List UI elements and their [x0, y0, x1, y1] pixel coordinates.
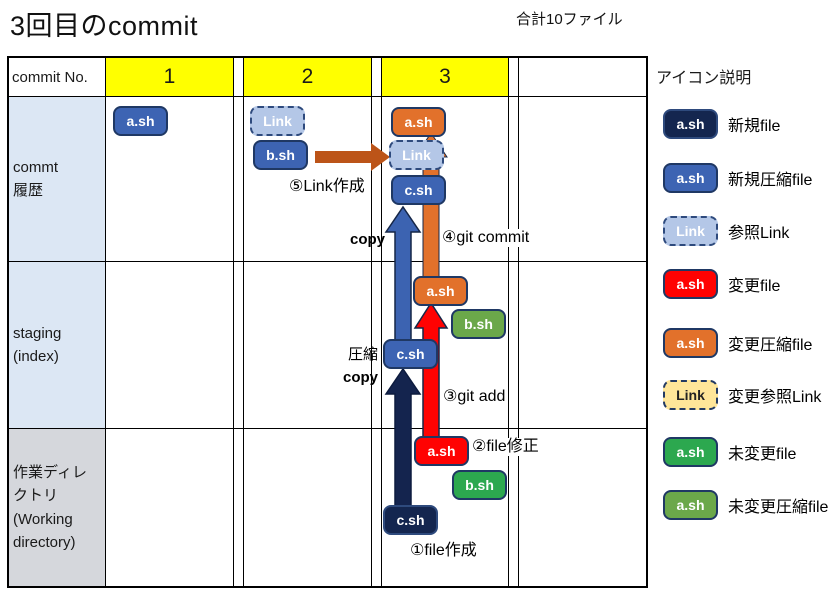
grid-cell: [106, 262, 234, 429]
legend-icon-changed-ref-link: Link: [663, 380, 718, 410]
label-file-edit: ②file修正: [472, 438, 539, 457]
legend-item-unchanged-file: a.sh 未変更file: [663, 437, 840, 467]
file-box-commit2-b: b.sh: [253, 140, 308, 170]
commit-table: commit No. 1 2 3 commt 履歴 staging (index…: [7, 56, 648, 588]
row-label-commit-history: commt 履歴: [9, 97, 106, 262]
legend-icon-new-file: a.sh: [663, 109, 718, 139]
legend-icon-changed-compressed-file: a.sh: [663, 328, 718, 358]
grid-cell: [244, 429, 372, 586]
legend-item-new-compressed-file: a.sh 新規圧縮file: [663, 163, 840, 193]
grid-cell: [509, 429, 519, 586]
legend-label: 新規file: [728, 118, 781, 135]
grid-cell: [234, 429, 244, 586]
file-box-working-a: a.sh: [414, 436, 469, 466]
legend-label: 変更参照Link: [728, 389, 822, 406]
legend-icon-ref-link: Link: [663, 216, 718, 246]
link-box-commit3: Link: [389, 140, 444, 170]
empty-header-cell: [519, 58, 646, 97]
grid-cell: [372, 97, 382, 262]
total-files-note: 合計10ファイル: [516, 11, 623, 28]
label-copy-top: copy: [349, 231, 385, 248]
legend-label: 未変更圧縮file: [728, 499, 829, 516]
file-box-commit1-a: a.sh: [113, 106, 168, 136]
file-box-staging-b: b.sh: [451, 309, 506, 339]
file-box-commit3-c: c.sh: [391, 175, 446, 205]
separator-cell: [509, 58, 519, 97]
commit-col-1-header: 1: [106, 58, 234, 97]
legend-item-new-file: a.sh 新規file: [663, 109, 840, 139]
commit-col-2-header: 2: [244, 58, 372, 97]
row-label-staging: staging (index): [9, 262, 106, 429]
legend-item-changed-compressed-file: a.sh 変更圧縮file: [663, 328, 840, 358]
legend-item-changed-file: a.sh 変更file: [663, 269, 840, 299]
grid-cell: [509, 262, 519, 429]
legend-item-changed-ref-link: Link 変更参照Link: [663, 380, 840, 410]
grid-cell: [106, 429, 234, 586]
label-link-create: ⑤Link作成: [289, 178, 365, 195]
legend-icon-new-compressed-file: a.sh: [663, 163, 718, 193]
file-box-working-c: c.sh: [383, 505, 438, 535]
legend-label: 変更圧縮file: [728, 337, 813, 354]
legend-icon-unchanged-file: a.sh: [663, 437, 718, 467]
legend-label: 変更file: [728, 278, 781, 295]
row-label-working-directory: 作業ディレ クトリ (Working directory): [9, 429, 106, 586]
label-git-commit: ④git commit: [442, 229, 530, 248]
commit-col-3-header: 3: [382, 58, 509, 97]
legend-icon-changed-file: a.sh: [663, 269, 718, 299]
label-copy-mid: copy: [342, 369, 378, 386]
legend-item-ref-link: Link 参照Link: [663, 216, 840, 246]
page-title: 3回目のcommit: [10, 11, 199, 41]
grid-cell: [372, 262, 382, 429]
separator-cell: [372, 58, 382, 97]
separator-cell: [234, 58, 244, 97]
legend-label: 新規圧縮file: [728, 172, 813, 189]
legend-icon-unchanged-compressed-file: a.sh: [663, 490, 718, 520]
legend-label: 未変更file: [728, 446, 797, 463]
grid-cell: [509, 97, 519, 262]
grid-cell: [519, 97, 646, 262]
grid-cell: [519, 429, 646, 586]
file-box-working-b: b.sh: [452, 470, 507, 500]
label-compress: 圧縮: [347, 346, 378, 363]
legend-label: 参照Link: [728, 225, 790, 242]
file-box-staging-c: c.sh: [383, 339, 438, 369]
link-box-commit2: Link: [250, 106, 305, 136]
grid-cell: [234, 97, 244, 262]
file-box-staging-a: a.sh: [413, 276, 468, 306]
legend-item-unchanged-compressed-file: a.sh 未変更圧縮file: [663, 490, 840, 520]
file-box-commit3-a: a.sh: [391, 107, 446, 137]
grid-cell: [519, 262, 646, 429]
label-file-create: ①file作成: [410, 542, 477, 559]
grid-cell: [372, 429, 382, 586]
grid-cell: [244, 262, 372, 429]
label-git-add: ③git add: [443, 388, 506, 407]
grid-cell: [234, 262, 244, 429]
legend-title: アイコン説明: [656, 70, 752, 87]
corner-header: commit No.: [9, 58, 106, 97]
